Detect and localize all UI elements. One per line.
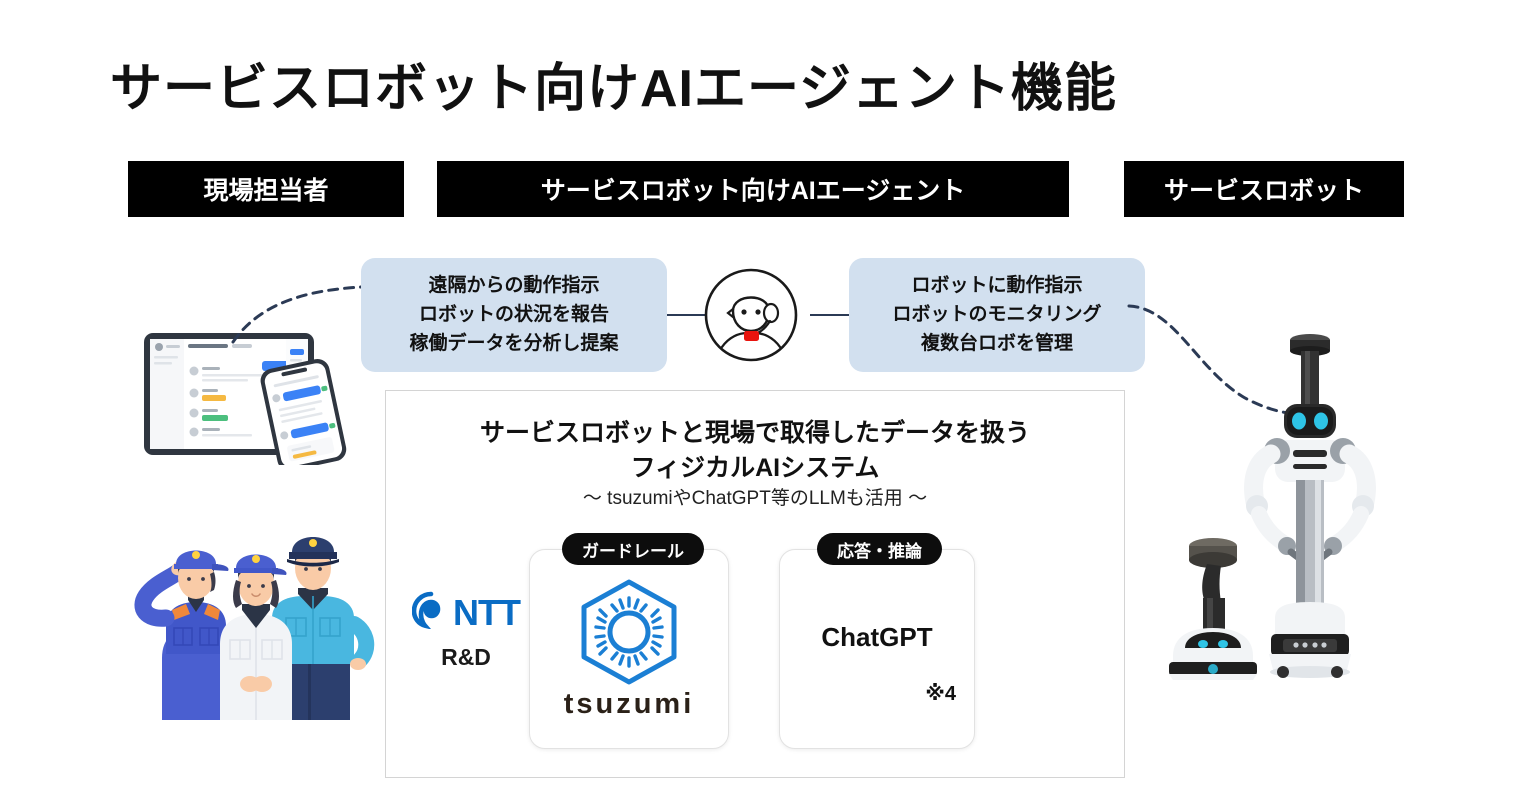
physical-ai-system-panel: サービスロボットと現場で取得したデータを扱う フィジカルAIシステム ～ tsu… [385, 390, 1125, 778]
callout-right-line-3: 複数台ロボを管理 [920, 332, 1073, 354]
column-header-agent-label: サービスロボット向けAIエージェント [540, 177, 966, 205]
column-header-robot-label: サービスロボット [1163, 177, 1364, 205]
system-panel-title-line2: フィジカルAIシステム [630, 454, 880, 482]
tsuzumi-hexagon-logo-icon [571, 574, 687, 695]
ntt-rd-label: R&D [441, 644, 491, 670]
three-field-workers-illustration [122, 498, 380, 720]
page-title: サービスロボット向けAIエージェント機能 [110, 60, 1117, 118]
system-panel-title-line1: サービスロボットと現場で取得したデータを扱う [479, 419, 1030, 447]
ntt-logo-icon [411, 591, 450, 634]
card-pill-guardrail: ガードレール [562, 533, 704, 565]
solid-line-callout-to-avatar [667, 314, 707, 316]
card-pill-inference-label: 応答・推論 [837, 541, 922, 561]
tablet-and-smartphone-chat-illustration [140, 325, 365, 471]
callout-left-line-3: 稼働データを分析し提案 [409, 332, 619, 354]
card-pill-inference: 応答・推論 [817, 533, 942, 565]
column-header-agent: サービスロボット向けAIエージェント [437, 161, 1069, 217]
callout-left-line-2: ロボットの状況を報告 [418, 304, 609, 326]
tsuzumi-wordmark: tsuzumi [563, 688, 695, 720]
solid-line-avatar-to-callout [810, 314, 850, 316]
ntt-vendor-block: NTT R&D [396, 591, 536, 671]
column-header-robot: サービスロボット [1124, 161, 1404, 217]
chatgpt-wordmark: ChatGPT [821, 622, 933, 652]
callout-worker-to-agent: 遠隔からの動作指示 ロボットの状況を報告 稼働データを分析し提案 [361, 258, 667, 372]
card-pill-guardrail-label: ガードレール [582, 541, 684, 561]
system-panel-subtitle: ～ tsuzumiやChatGPT等のLLMも活用 ～ [582, 488, 928, 509]
callout-agent-to-robot: ロボットに動作指示 ロボットのモニタリング 複数台ロボを管理 [849, 258, 1145, 372]
inference-chatgpt-card[interactable]: ChatGPT ※4 [779, 549, 975, 749]
callout-right-line-1: ロボットに動作指示 [911, 275, 1083, 297]
column-header-worker-label: 現場担当者 [203, 177, 329, 205]
callout-left-line-1: 遠隔からの動作指示 [428, 275, 600, 297]
operator-headset-avatar-icon [703, 267, 799, 363]
ntt-wordmark: NTT [453, 591, 521, 633]
callout-right-line-2: ロボットのモニタリング [892, 304, 1102, 326]
column-header-worker: 現場担当者 [128, 161, 404, 217]
guardrail-tsuzumi-card[interactable]: tsuzumi [529, 549, 729, 749]
two-service-robots-illustration [1165, 330, 1380, 680]
chatgpt-footnote-marker: ※4 [925, 683, 956, 705]
